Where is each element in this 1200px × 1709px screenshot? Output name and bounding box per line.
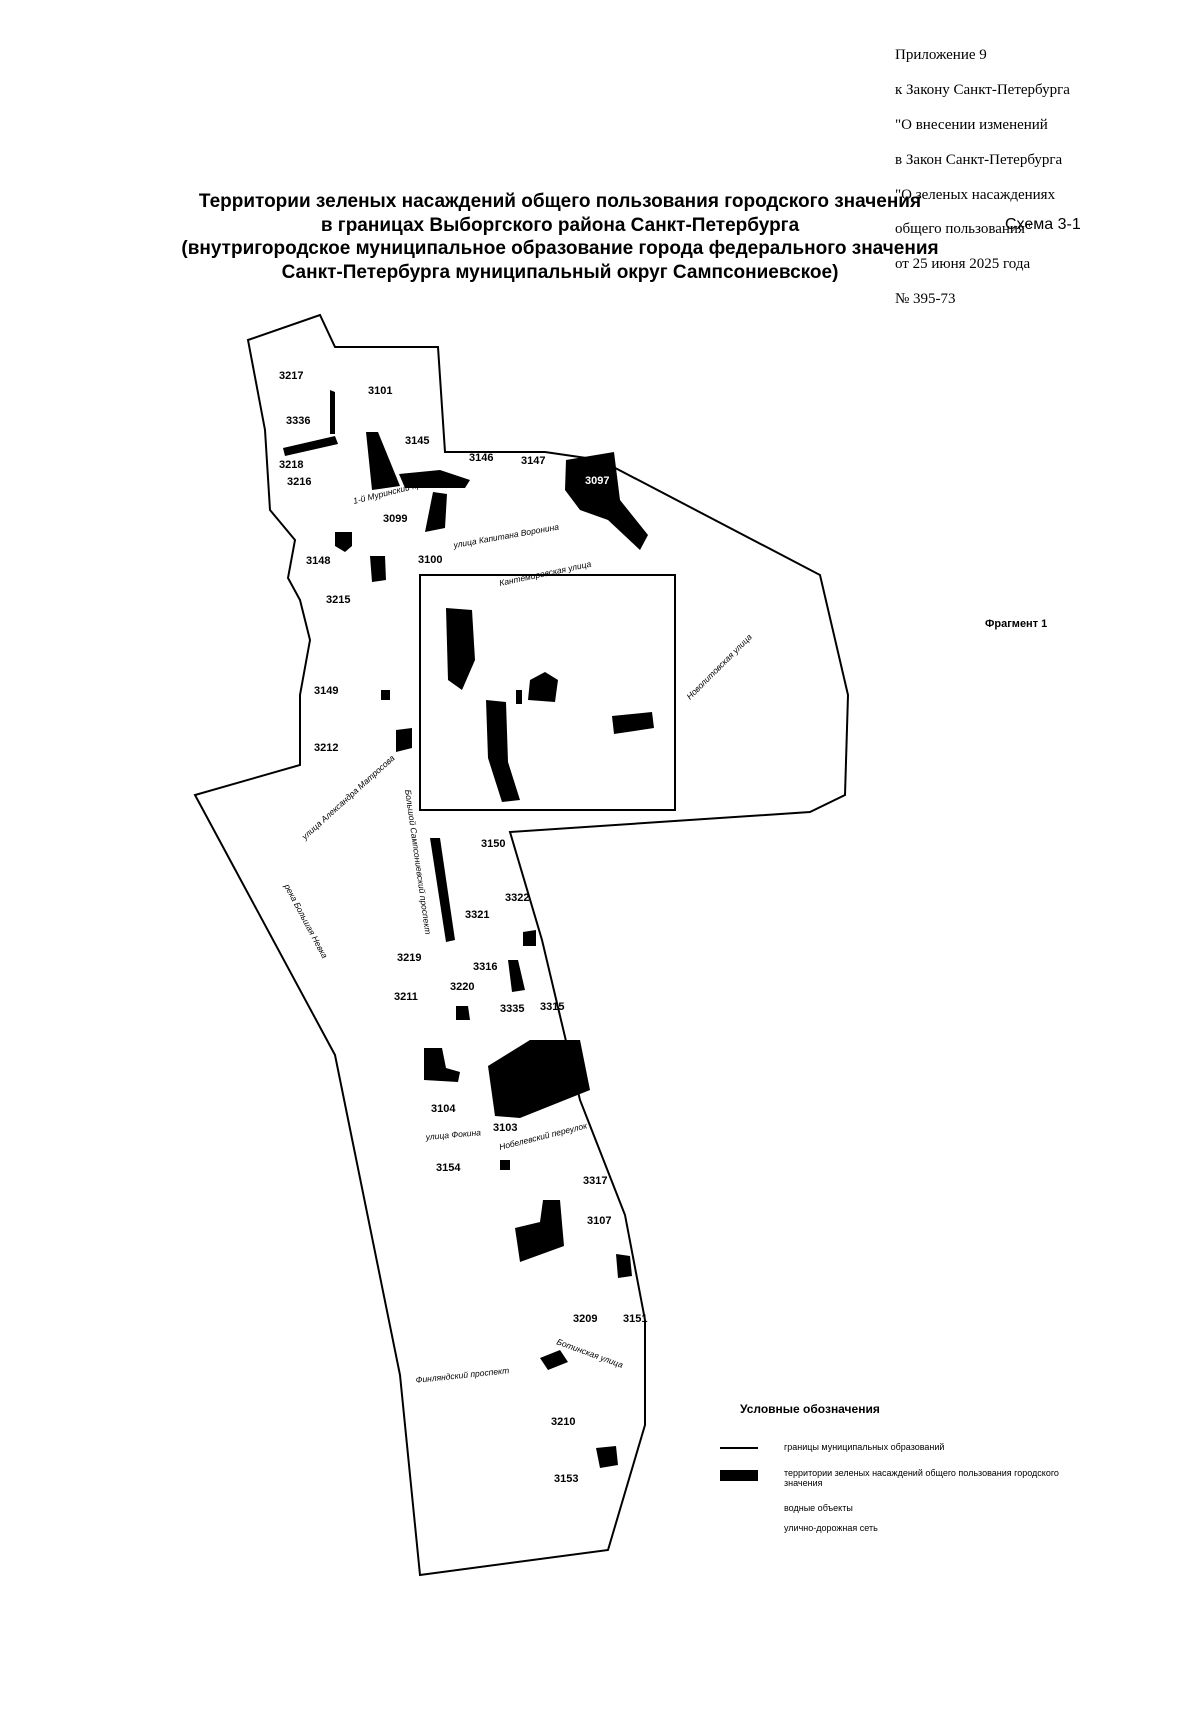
area-labels: 3217 3101 3336 3145 3146 3147 3097 3218 …: [279, 370, 647, 1485]
street-label: улица Фокина: [424, 1127, 481, 1142]
annex-line: Приложение 9: [895, 47, 987, 64]
area-label: 3154: [436, 1162, 461, 1174]
area-label: 3149: [314, 685, 338, 697]
area-label: 3209: [573, 1313, 597, 1325]
annex-line: № 395-73: [895, 291, 956, 308]
green-area: [516, 690, 522, 704]
area-label: 3211: [394, 991, 418, 1003]
green-area: [488, 1040, 590, 1118]
green-area: [335, 532, 352, 552]
annex-line: в Закон Санкт-Петербурга: [895, 151, 1063, 168]
green-area: [523, 930, 536, 946]
green-area: [616, 1254, 632, 1278]
area-label: 3322: [505, 892, 529, 904]
area-label: 3104: [431, 1103, 456, 1115]
area-label: 3219: [397, 952, 421, 964]
area-label: 3210: [551, 1416, 575, 1428]
area-label: 3215: [326, 594, 350, 606]
area-label: 3150: [481, 838, 505, 850]
green-area: [565, 452, 648, 550]
legend-item-label: границы муниципальных образований: [784, 1442, 945, 1452]
area-label: 3148: [306, 555, 330, 567]
legend-item-label: территории зеленых насаждений общего пол…: [784, 1468, 1059, 1488]
area-label: 3335: [500, 1003, 524, 1015]
green-area: [456, 1006, 470, 1020]
area-label: 3100: [418, 554, 442, 566]
street-label: улица Капитана Воронина: [452, 522, 560, 551]
area-label: 3220: [450, 981, 474, 993]
area-label: 3107: [587, 1215, 611, 1227]
boundary-symbol: [720, 1447, 758, 1449]
annex-line: общего пользования": [895, 221, 1031, 238]
green-area: [515, 1200, 564, 1262]
area-label: 3218: [279, 459, 303, 471]
green-area: [283, 436, 338, 456]
green-area: [330, 390, 335, 434]
title-line: Территории зеленых насаждений общего пол…: [198, 191, 922, 212]
green-area: [399, 470, 470, 488]
annex-line: "О внесении изменений: [895, 117, 1048, 134]
title-line: Санкт-Петербурга муниципальный округ Сам…: [281, 261, 839, 283]
street-label: улица Александра Матросова: [299, 753, 397, 842]
green-area: [430, 838, 455, 942]
legend-title: Условные обозначения: [740, 1402, 880, 1416]
area-label: 3103: [493, 1122, 517, 1134]
area-label: 3316: [473, 961, 497, 973]
annex-block: Приложение 9 к Закону Санкт-Петербурга "…: [895, 30, 1195, 326]
green-area: [381, 690, 390, 700]
area-label: 3315: [540, 1001, 564, 1013]
area-label: 3147: [521, 455, 545, 467]
scheme-number: Схема 3-1: [1005, 216, 1081, 233]
area-label: 3212: [314, 742, 338, 754]
green-area: [424, 1048, 460, 1082]
green-area: [370, 556, 386, 582]
street-labels: 1-й Муринский проспект улица Капитана Во…: [282, 472, 754, 1385]
street-label: Ботинская улица: [555, 1336, 624, 1369]
area-label: 3153: [554, 1473, 578, 1485]
green-area: [486, 700, 520, 802]
green-area: [528, 672, 558, 702]
fragment-frame: [419, 574, 676, 811]
green-area: [446, 608, 475, 690]
legend-item-label: улично-дорожная сеть: [784, 1523, 878, 1533]
green-areas: [283, 390, 654, 1468]
street-label: река Большая Невка: [282, 881, 330, 960]
area-label: 3317: [583, 1175, 607, 1187]
green-area: [500, 1160, 510, 1170]
document-title: Территории зеленых насаждений общего пол…: [140, 190, 980, 284]
annex-line: к Закону Санкт-Петербурга: [895, 82, 1070, 99]
street-label: Новолитовская улица: [684, 632, 754, 702]
green-area: [540, 1350, 568, 1370]
street-label: Финляндский проспект: [415, 1365, 509, 1385]
street-label: Кантемировская улица: [498, 559, 592, 588]
legend-item-label: водные объекты: [784, 1503, 853, 1513]
fragment-label: Фрагмент 1: [985, 618, 1047, 630]
area-label: 3101: [368, 385, 392, 397]
green-area: [508, 960, 525, 992]
area-label: 3099: [383, 513, 407, 525]
area-label: 3321: [465, 909, 489, 921]
annex-line: "О зеленых насаждениях: [895, 186, 1056, 203]
green-area: [612, 712, 654, 734]
area-label: 3336: [286, 415, 310, 427]
title-line: (внутригородское муниципальное образован…: [181, 238, 939, 259]
green-area: [596, 1446, 618, 1468]
green-area: [366, 432, 400, 490]
area-label: 3216: [287, 476, 311, 488]
area-label: 3097: [585, 475, 609, 487]
area-label: 3217: [279, 370, 303, 382]
green-area: [396, 728, 412, 752]
area-label: 3146: [469, 452, 493, 464]
area-label: 3151: [623, 1313, 647, 1325]
municipal-boundary: [193, 313, 850, 1577]
title-line: в границах Выборгского района Санкт-Пете…: [320, 214, 800, 236]
green-area-symbol: [720, 1470, 758, 1481]
annex-line: от 25 июня 2025 года: [895, 256, 1031, 273]
green-area: [425, 492, 447, 532]
area-label: 3145: [405, 435, 429, 447]
